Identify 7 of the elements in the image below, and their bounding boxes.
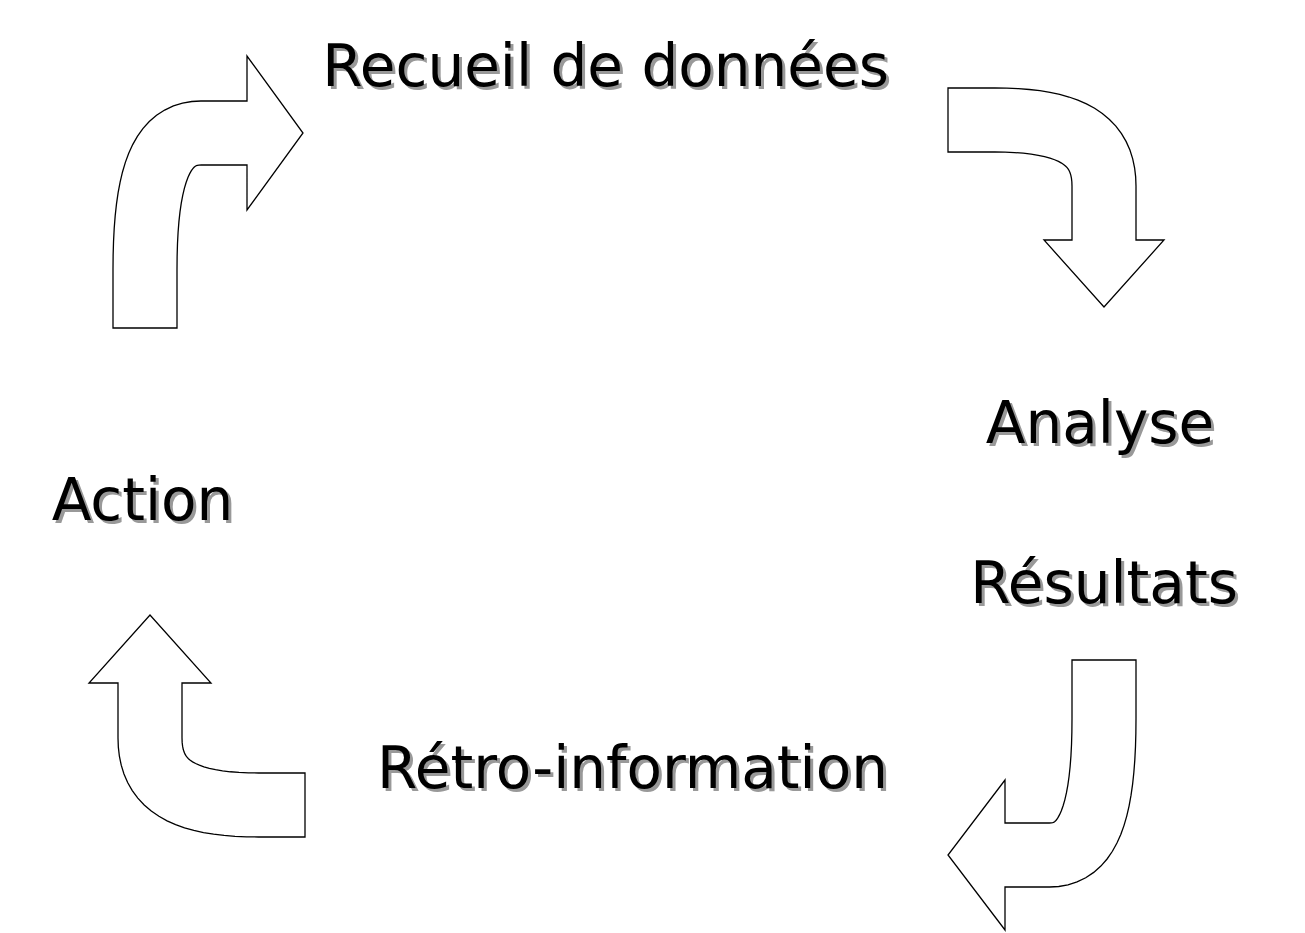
- step-label: Analyse: [985, 388, 1215, 459]
- step-label: Résultats: [970, 548, 1238, 619]
- step-label: Action: [51, 465, 234, 536]
- curved-block-arrow: [112, 54, 304, 329]
- curved-block-arrow: [947, 659, 1137, 932]
- step-label: Rétro-information: [377, 733, 888, 804]
- step-label: Recueil de données: [322, 31, 889, 102]
